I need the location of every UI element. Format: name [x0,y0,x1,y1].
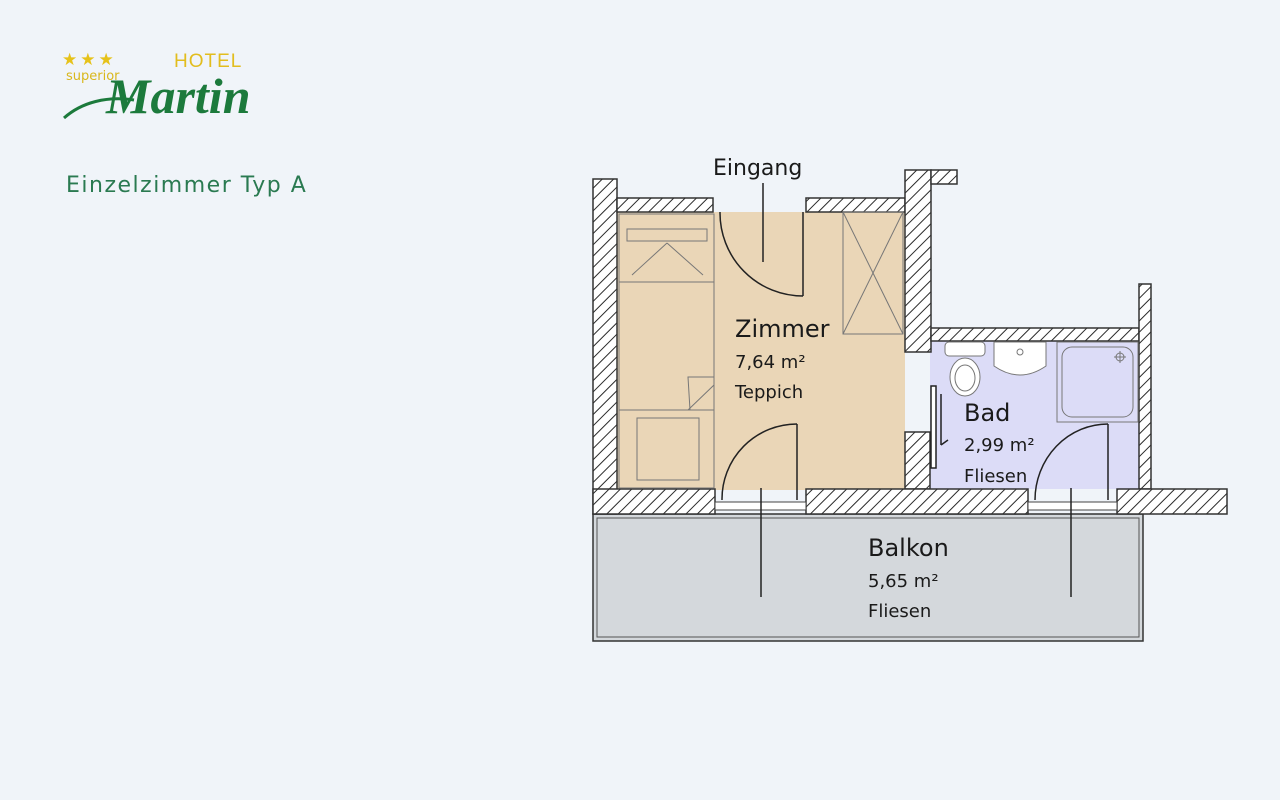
bad-floor-label: Fliesen [964,466,1027,487]
zimmer-area-label: 7,64 m² [735,352,806,373]
balkon-area [592,513,1144,642]
toilet-icon [944,341,986,397]
bathroom-door [930,385,949,469]
balcony-door-bad [1034,423,1109,597]
balkon-floor-label: Fliesen [868,601,931,622]
balkon-area-label: 5,65 m² [868,571,939,592]
logo-superior-text: superior [66,69,120,84]
balkon-name: Balkon [868,534,949,562]
entrance-door [719,183,804,297]
logo-swash-icon [63,97,135,120]
rating-stars: ★★★ [62,50,117,70]
sink-icon [993,341,1047,376]
wardrobe [842,211,904,335]
bad-area-label: 2,99 m² [964,435,1035,456]
walls [592,169,1228,515]
zimmer-name: Zimmer [735,315,830,343]
logo-hotel-text: HOTEL [174,51,243,72]
bed [618,213,715,411]
shower-icon [1056,341,1139,423]
logo-name-text: Martin [106,68,251,124]
balcony-door-zimmer [721,423,798,597]
room-type-title: Einzelzimmer Typ A [66,173,308,198]
zimmer-area [617,212,905,490]
hotel-logo: ★★★ superior HOTEL Martin [62,50,292,125]
zimmer-floor-label: Teppich [734,382,803,403]
desk [618,376,715,489]
bad-name: Bad [964,399,1010,427]
entrance-label: Eingang [713,156,802,181]
